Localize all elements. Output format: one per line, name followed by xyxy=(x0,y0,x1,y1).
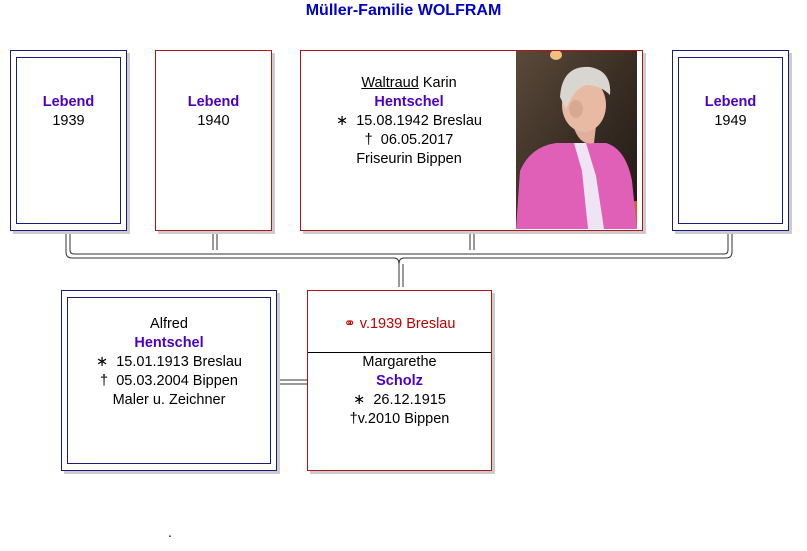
card-divider xyxy=(308,352,491,353)
child-status: Lebend xyxy=(42,94,95,110)
child-year: 1939 xyxy=(52,113,85,129)
child-card-4[interactable]: Lebend 1949 xyxy=(672,50,789,231)
child-card-2[interactable]: Lebend 1940 xyxy=(155,50,272,231)
portrait-photo[interactable] xyxy=(516,51,637,229)
card-inner-border xyxy=(67,297,271,464)
surname: Scholz xyxy=(376,373,423,389)
birth-icon: ∗ xyxy=(96,354,109,370)
marriage-icon: ⚭ xyxy=(343,316,356,332)
page-title: Müller-Familie WOLFRAM xyxy=(305,2,502,19)
death-icon: † xyxy=(100,373,109,389)
first-name: Alfred xyxy=(150,316,188,332)
death-date: v.2010 Bippen xyxy=(357,411,450,427)
occupation: Friseurin Bippen xyxy=(356,151,462,167)
marriage-info: v.1939 Breslau xyxy=(359,316,456,332)
surname: Hentschel xyxy=(374,94,444,110)
birth-date: 26.12.1915 xyxy=(373,392,446,408)
card-inner-border xyxy=(678,57,783,224)
middle-name: Karin xyxy=(422,75,457,91)
card-inner-border xyxy=(16,57,121,224)
death-date: 06.05.2017 xyxy=(380,132,454,148)
father-card[interactable]: Alfred Hentschel ∗ 15.01.1913 Breslau † … xyxy=(61,290,277,471)
child-card-1[interactable]: Lebend 1939 xyxy=(10,50,127,231)
birth-icon: ∗ xyxy=(336,113,349,129)
death-date: 05.03.2004 Bippen xyxy=(116,373,238,389)
birth-date: 15.01.1913 Breslau xyxy=(116,354,242,370)
child-status: Lebend xyxy=(187,94,240,110)
mother-card[interactable]: ⚭ v.1939 Breslau Margarethe Scholz ∗ 26.… xyxy=(307,290,492,471)
footer-mark: . xyxy=(168,524,172,540)
first-name: Margarethe xyxy=(362,354,437,370)
child-year: 1940 xyxy=(197,113,230,129)
surname: Hentschel xyxy=(134,335,204,351)
first-name: Waltraud xyxy=(361,75,419,91)
occupation: Maler u. Zeichner xyxy=(112,392,226,408)
child-status: Lebend xyxy=(704,94,757,110)
birth-date: 15.08.1942 Breslau xyxy=(356,113,482,129)
child-year: 1949 xyxy=(714,113,747,129)
birth-icon: ∗ xyxy=(353,392,366,408)
death-icon: † xyxy=(364,132,373,148)
death-icon: † xyxy=(349,411,358,427)
